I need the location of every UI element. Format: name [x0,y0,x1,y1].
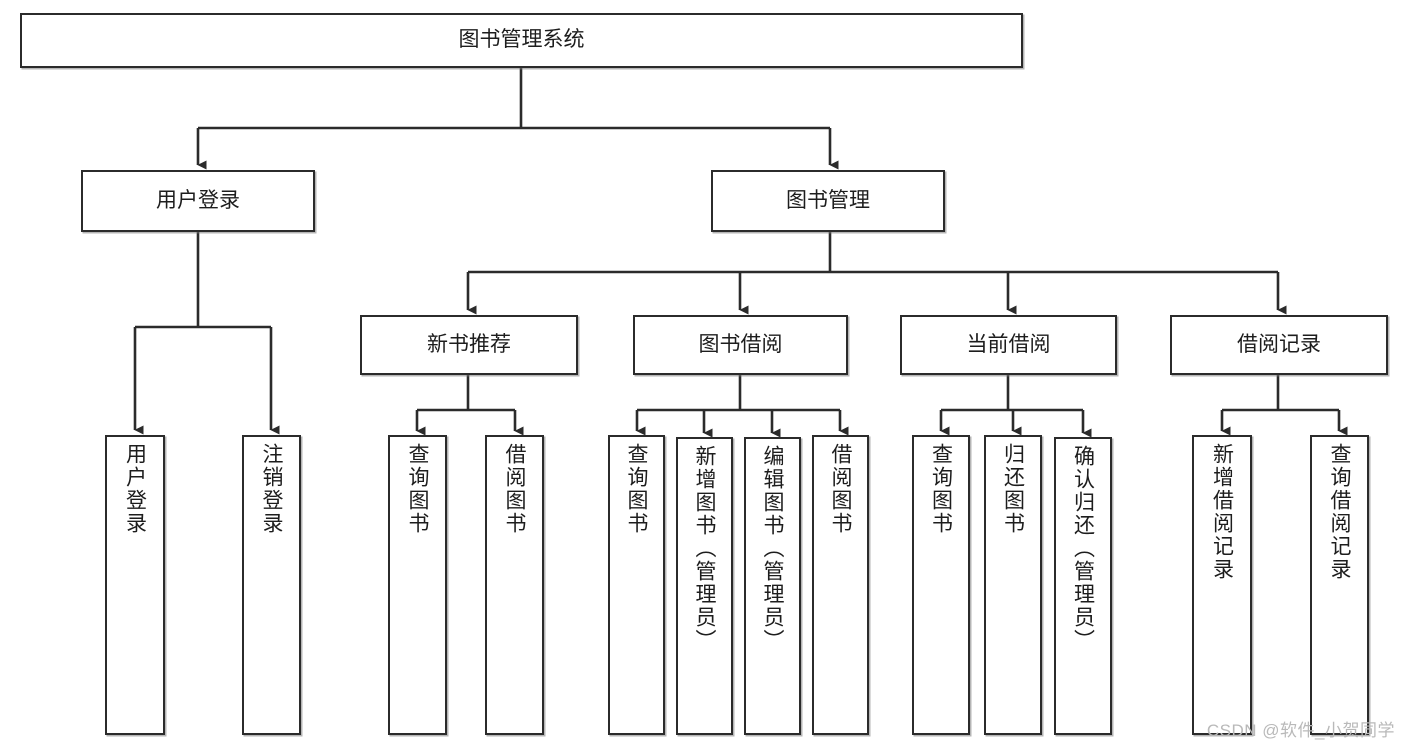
leaf-edit-book-admin-label: 编辑图书（管理员） [761,445,784,652]
leaf-add-borrow-record[interactable]: 新增借阅记录 [1192,435,1252,735]
leaf-query-book-current-label: 查询图书 [929,443,953,535]
node-root-label: 图书管理系统 [458,28,585,52]
leaf-logout-label: 注销登录 [260,443,283,535]
node-new-book-recommend[interactable]: 新书推荐 [360,315,578,375]
leaf-query-book-current[interactable]: 查询图书 [912,435,970,735]
leaf-user-login-label: 用户登录 [123,443,147,535]
node-current-borrow-label: 当前借阅 [966,332,1051,356]
leaf-add-book-admin-label: 新增图书（管理员） [693,445,716,652]
node-borrow-record[interactable]: 借阅记录 [1170,315,1388,375]
node-borrow-record-label: 借阅记录 [1237,332,1321,356]
csdn-watermark: CSDN @软件_小贺同学 [1206,721,1395,740]
leaf-borrow-book-recommend[interactable]: 借阅图书 [485,435,544,735]
leaf-query-book-recommend-label: 查询图书 [406,443,429,535]
node-book-management[interactable]: 图书管理 [711,170,945,232]
leaf-confirm-return-admin-label: 确认归还（管理员） [1071,445,1095,652]
node-user-login[interactable]: 用户登录 [81,170,315,232]
leaf-borrow-book[interactable]: 借阅图书 [812,435,869,735]
leaf-return-book[interactable]: 归还图书 [984,435,1042,735]
leaf-query-borrow-record-label: 查询借阅记录 [1328,443,1351,581]
leaf-borrow-book-label: 借阅图书 [829,443,852,535]
leaf-borrow-book-recommend-label: 借阅图书 [503,443,526,535]
node-current-borrow[interactable]: 当前借阅 [900,315,1117,375]
node-root[interactable]: 图书管理系统 [20,13,1023,68]
node-new-book-recommend-label: 新书推荐 [427,332,511,356]
leaf-return-book-label: 归还图书 [1001,443,1025,535]
leaf-logout[interactable]: 注销登录 [242,435,301,735]
leaf-confirm-return-admin[interactable]: 确认归还（管理员） [1054,437,1112,735]
leaf-add-borrow-record-label: 新增借阅记录 [1210,443,1234,581]
leaf-user-login[interactable]: 用户登录 [105,435,165,735]
leaf-query-book-borrow-label: 查询图书 [625,443,648,535]
node-book-borrow[interactable]: 图书借阅 [633,315,848,375]
leaf-query-borrow-record[interactable]: 查询借阅记录 [1310,435,1369,735]
node-book-management-label: 图书管理 [786,188,870,212]
node-user-login-label: 用户登录 [156,188,240,212]
leaf-query-book-borrow[interactable]: 查询图书 [608,435,665,735]
leaf-edit-book-admin[interactable]: 编辑图书（管理员） [744,437,801,735]
leaf-add-book-admin[interactable]: 新增图书（管理员） [676,437,733,735]
leaf-query-book-recommend[interactable]: 查询图书 [388,435,447,735]
node-book-borrow-label: 图书借阅 [698,332,783,356]
